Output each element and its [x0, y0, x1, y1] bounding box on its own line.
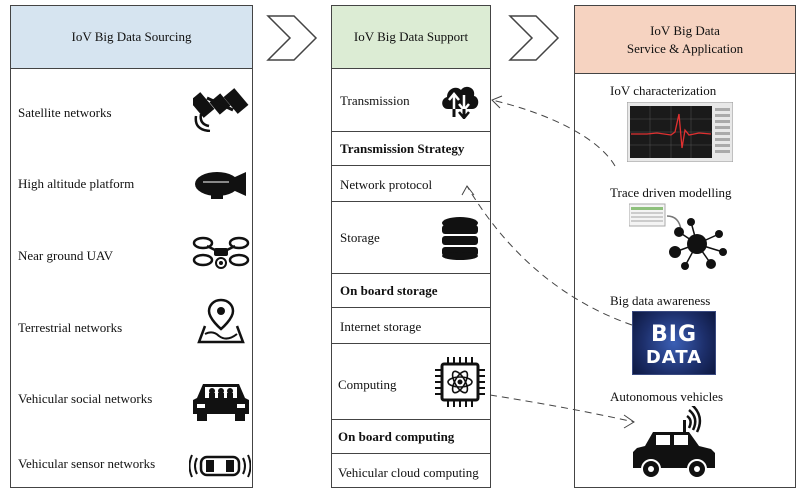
service-item-label: Big data awareness [610, 293, 711, 308]
airship-icon [195, 172, 246, 199]
support-row-computing: Computing [332, 343, 490, 419]
service-item-label: Autonomous vehicles [610, 389, 724, 404]
support-row-on-board-computing: On board computing [332, 419, 490, 453]
sourcing-title: IoV Big Data Sourcing [71, 29, 192, 44]
service-header: IoV Big Data Service & Application [575, 6, 795, 74]
sourcing-header: IoV Big Data Sourcing [11, 6, 252, 69]
support-row-internet-storage: Internet storage [332, 307, 490, 343]
support-row-label: Internet storage [340, 319, 422, 334]
sourcing-panel: IoV Big Data Sourcing Satellite networks… [10, 5, 253, 488]
sourcing-item-label: Vehicular social networks [18, 391, 153, 406]
cloud-transfer-icon [442, 86, 479, 119]
support-row-label: Transmission Strategy [340, 141, 465, 156]
service-panel: IoV Big Data Service & Application IoV c… [574, 5, 796, 488]
processor-chip-icon [435, 357, 485, 407]
drone-icon [192, 236, 250, 269]
support-row-label: Transmission [340, 93, 410, 108]
sourcing-item-label: Satellite networks [18, 105, 112, 120]
support-row-on-board-storage: On board storage [332, 273, 490, 307]
map-pin-icon [197, 298, 245, 344]
arrowhead-transmission [491, 95, 503, 109]
support-title: IoV Big Data Support [353, 29, 469, 44]
chevron-right-icon [266, 15, 318, 61]
network-graph-icon [629, 203, 727, 270]
service-title-line1: IoV Big Data [650, 22, 720, 38]
signal-chart-icon [627, 102, 733, 162]
support-row-storage: Storage [332, 201, 490, 273]
car-sensor-icon [189, 454, 251, 478]
support-row-label: Computing [338, 377, 397, 392]
sourcing-item-label: Vehicular sensor networks [18, 456, 156, 471]
support-row-label: On board computing [338, 429, 455, 444]
big-data-word: DATA [645, 347, 703, 368]
support-header: IoV Big Data Support [332, 6, 490, 69]
support-row-label: Storage [340, 230, 380, 245]
sourcing-item-label: Terrestrial networks [18, 320, 123, 335]
database-icon [442, 217, 478, 260]
support-row-transmission-strategy: Transmission Strategy [332, 131, 490, 165]
support-row-label: Vehicular cloud computing [338, 465, 479, 480]
service-item-label: Trace driven modelling [610, 185, 732, 200]
support-row-label: On board storage [340, 283, 438, 298]
big-data-word: BIG [650, 322, 697, 347]
support-row-network-protocol: Network protocol [332, 165, 490, 201]
service-item-label: IoV characterization [610, 83, 717, 98]
support-row-label: Network protocol [340, 177, 433, 192]
autonomous-car-icon [633, 406, 715, 479]
support-row-vehicular-cloud-computing: Vehicular cloud computing [332, 453, 490, 488]
sourcing-item-label: High altitude platform [18, 176, 135, 191]
chevron-right-icon [508, 15, 560, 61]
support-row-transmission: Transmission [332, 69, 490, 131]
support-panel: IoV Big Data Support Transmission Transm… [331, 5, 491, 488]
big-data-image: BIG DATA [632, 311, 716, 375]
satellite-icon [193, 88, 249, 132]
sourcing-item-label: Near ground UAV [18, 248, 114, 263]
car-passengers-icon [193, 384, 249, 421]
service-title-line2: Service & Application [626, 40, 744, 56]
